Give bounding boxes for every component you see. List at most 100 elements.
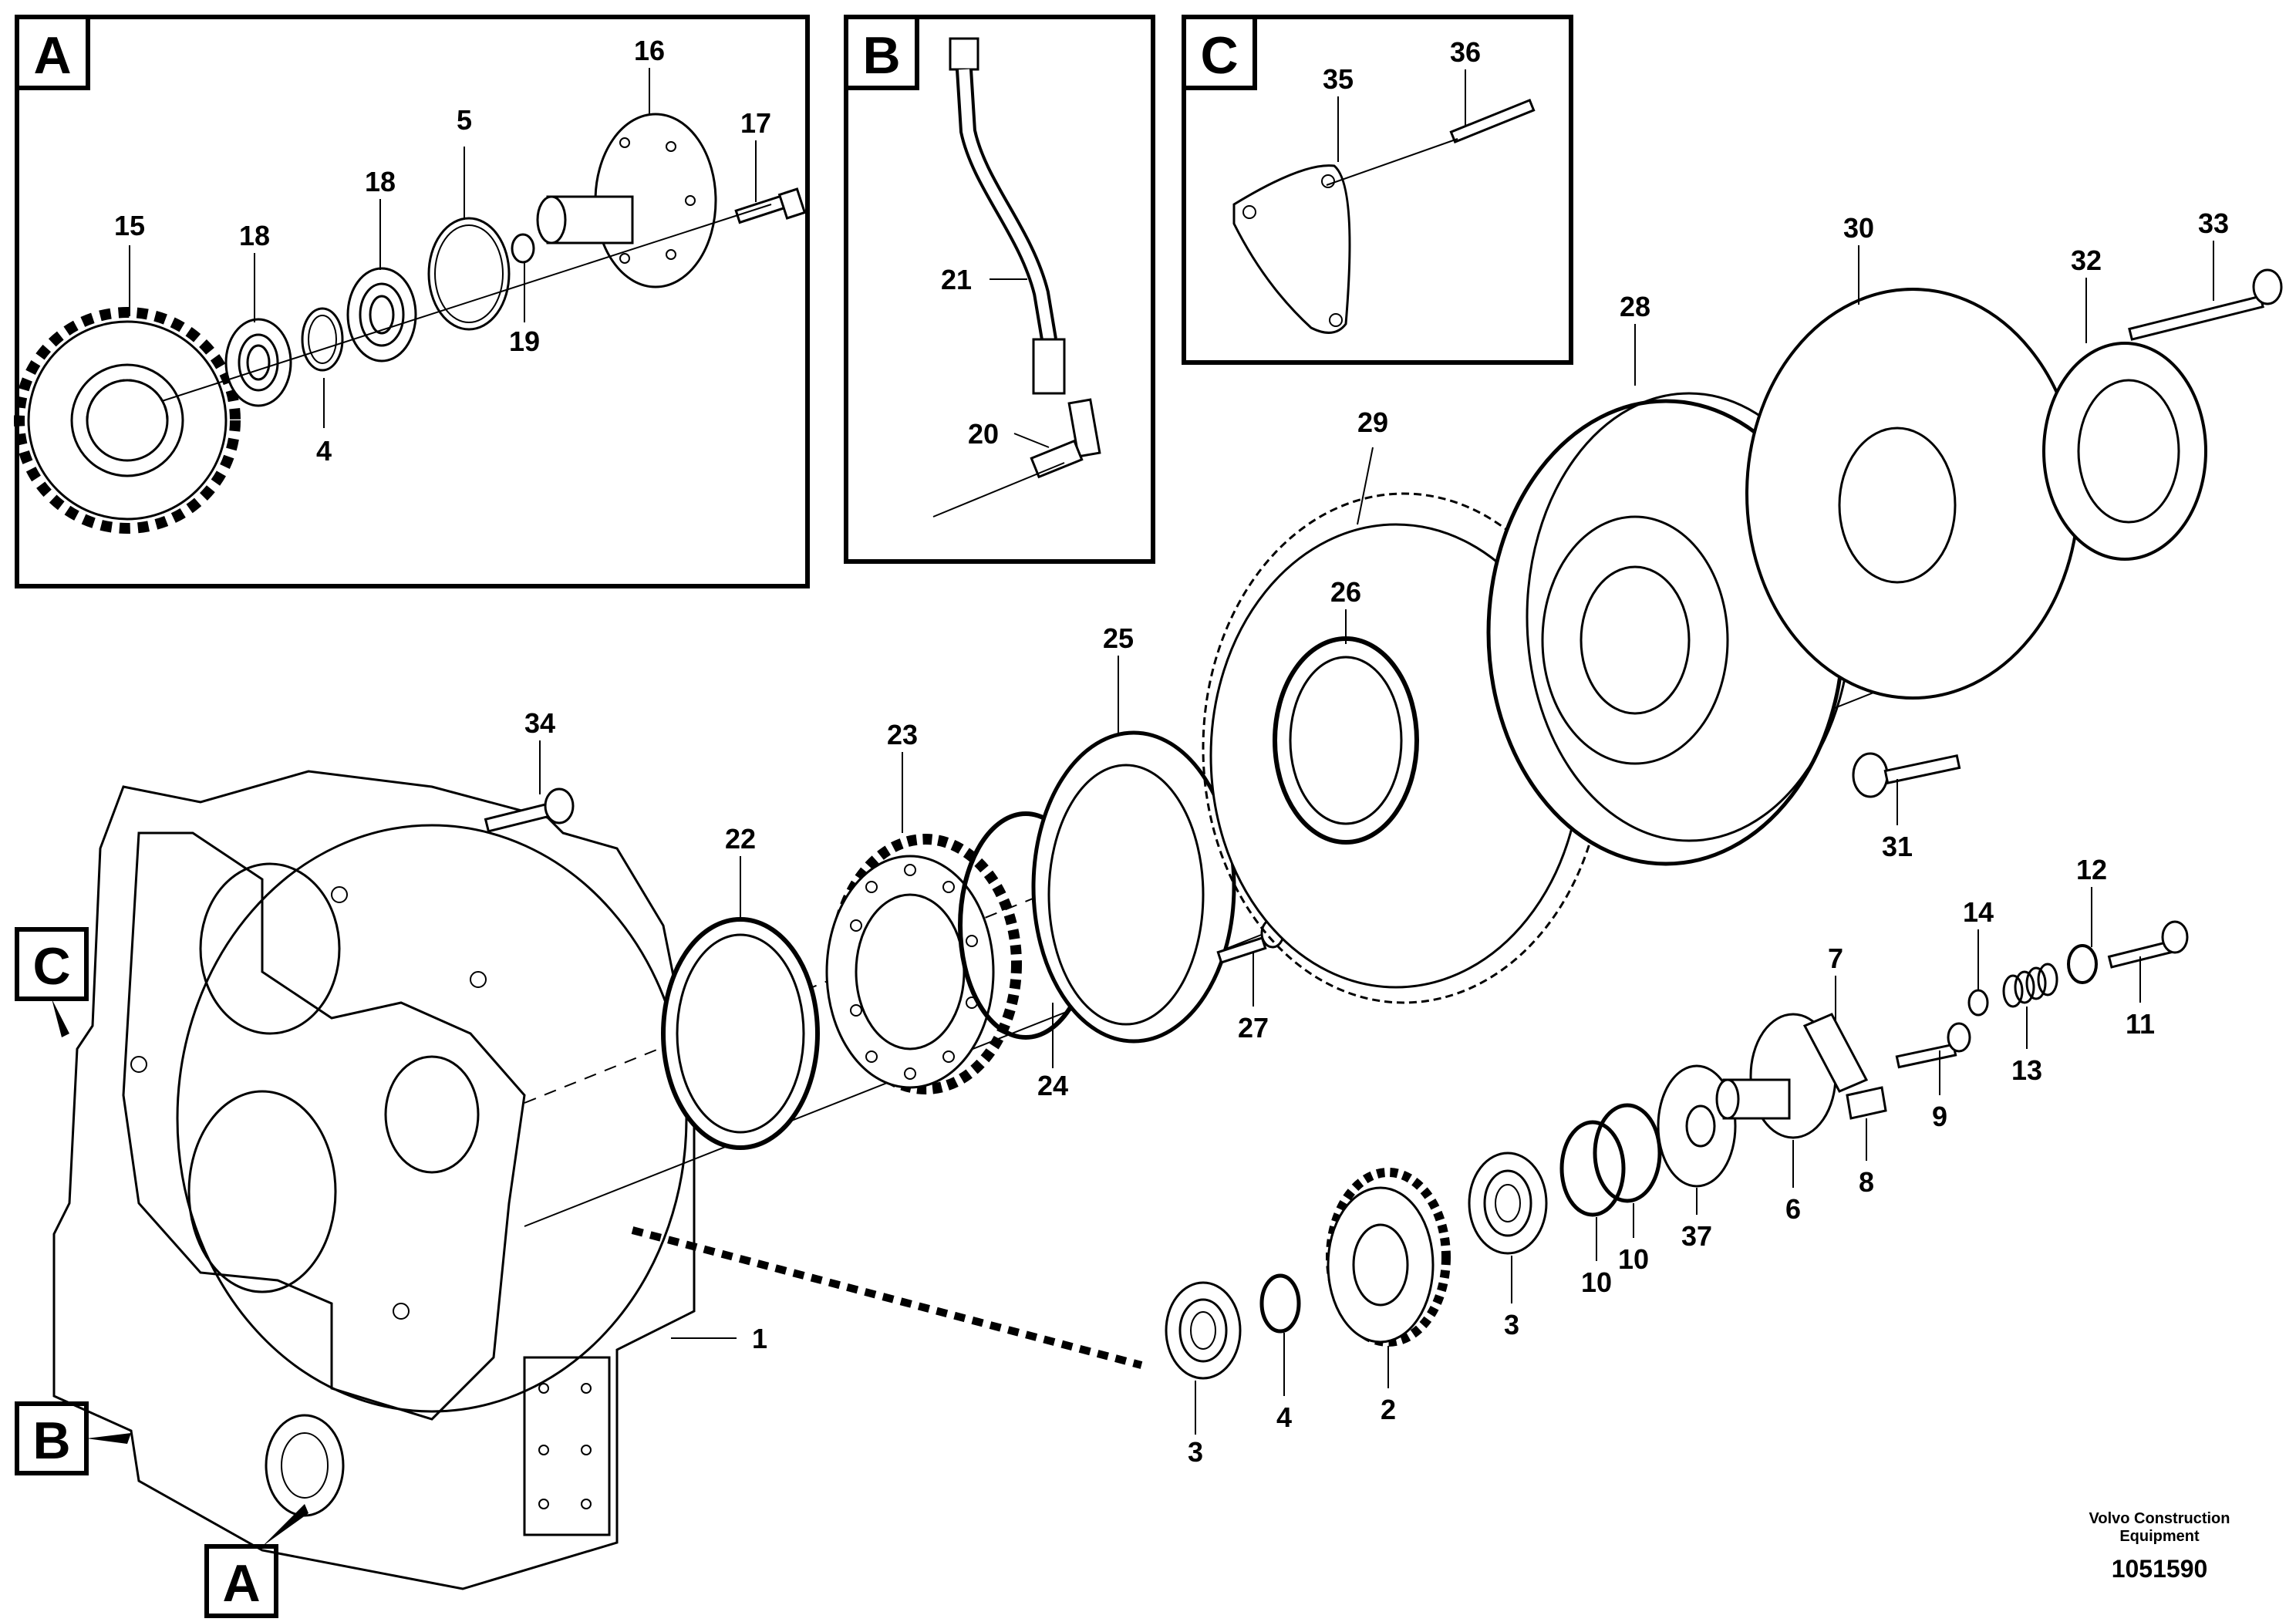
clamp-ring-32 (2042, 342, 2207, 561)
plate-hole-3 (1329, 313, 1343, 327)
callout-16: 16 (634, 35, 665, 66)
callout-28: 28 (1620, 291, 1650, 322)
callout-3-left: 3 (1188, 1436, 1203, 1468)
pointer-b-label: B (32, 1411, 70, 1470)
bolt-31 (1852, 752, 1961, 798)
bearing-3-left (1165, 1281, 1242, 1380)
inset-a: A (14, 15, 810, 588)
washer-19 (511, 233, 535, 264)
inset-c: C 35 36 (1182, 15, 1573, 365)
reference-number: 1051590 (2112, 1555, 2208, 1583)
callout-32: 32 (2071, 244, 2102, 276)
pointer-b: B (15, 1401, 131, 1475)
clip-8 (1846, 1086, 1887, 1120)
callout-18-right: 18 (365, 166, 396, 197)
bolt-9 (1895, 1022, 1971, 1069)
spring-13 (2002, 963, 2058, 1008)
inset-b-axis (932, 462, 1065, 518)
seal-carrier-25 (1031, 730, 1236, 1044)
dashed-shaft-path (631, 1226, 1143, 1369)
gear-2 (1326, 1168, 1451, 1347)
callout-27: 27 (1238, 1012, 1269, 1044)
callout-19: 19 (509, 325, 540, 357)
pointer-c-label: C (32, 937, 70, 996)
ring-4-main (1259, 1273, 1301, 1334)
callout-24: 24 (1037, 1070, 1068, 1101)
pointer-a-label: A (222, 1554, 260, 1613)
ring-10-right (1593, 1103, 1662, 1203)
bolt-17 (734, 187, 807, 224)
callout-29: 29 (1357, 406, 1388, 438)
hose-21 (949, 37, 1066, 395)
gear-23 (825, 834, 1022, 1094)
callout-15: 15 (114, 210, 145, 241)
ring-4-inset (301, 307, 344, 372)
callout-30: 30 (1843, 212, 1874, 244)
callout-33: 33 (2198, 207, 2229, 239)
elbow-fitting-20 (1030, 398, 1101, 479)
callout-26: 26 (1330, 576, 1361, 608)
flex-plate-30 (1745, 288, 2080, 700)
inset-a-axis (161, 204, 772, 402)
bracket-7 (1802, 1013, 1869, 1093)
stud-36 (1449, 98, 1536, 144)
company-name-line2: Equipment (2119, 1528, 2200, 1545)
cover-plate-35 (1232, 164, 1351, 334)
callout-4-main: 4 (1276, 1401, 1292, 1433)
o-ring-5 (427, 217, 511, 331)
callout-11: 11 (2126, 1008, 2155, 1040)
seal-22 (661, 917, 820, 1150)
callout-25: 25 (1103, 622, 1134, 654)
callout-10-left: 10 (1581, 1266, 1612, 1298)
callout-5: 5 (457, 104, 472, 136)
callout-13: 13 (2011, 1054, 2042, 1086)
callout-12: 12 (2076, 854, 2107, 885)
ring-4-inset-inner (308, 315, 337, 364)
bearing-18-left (224, 318, 292, 407)
flywheel-housing-1 (52, 770, 696, 1590)
bolt-34 (484, 787, 575, 833)
callout-18-left: 18 (239, 220, 270, 251)
plate-hole-1 (1242, 205, 1256, 219)
ring-10-left (1559, 1120, 1626, 1217)
bearing-3-right (1468, 1152, 1548, 1255)
callout-35: 35 (1323, 63, 1354, 95)
callout-6: 6 (1785, 1193, 1801, 1225)
callout-22: 22 (725, 823, 756, 855)
callout-21: 21 (941, 264, 972, 295)
bearing-18-right (346, 267, 417, 363)
company-name-line1: Volvo Construction (2089, 1510, 2230, 1527)
ring-12 (2067, 944, 2098, 984)
callout-4-inset: 4 (316, 435, 332, 467)
inset-a-label: A (33, 26, 71, 85)
callout-34: 34 (524, 707, 555, 739)
gear-15 (14, 307, 241, 534)
callout-31: 31 (1882, 831, 1913, 862)
seal-26 (1273, 636, 1419, 845)
inset-c-label: C (1200, 26, 1238, 85)
callout-9: 9 (1932, 1101, 1947, 1132)
pointer-a: A (204, 1504, 308, 1618)
callout-17: 17 (740, 107, 771, 139)
callout-2: 2 (1381, 1394, 1396, 1425)
pointer-c: C (15, 927, 89, 1037)
callout-14: 14 (1963, 896, 1994, 928)
bolt-33 (2128, 268, 2283, 341)
bolt-11 (2107, 920, 2189, 969)
callout-23: 23 (887, 719, 918, 750)
inset-b-label: B (862, 26, 900, 85)
flange-shaft-16 (536, 113, 717, 288)
callout-37: 37 (1681, 1220, 1712, 1252)
callout-10-right: 10 (1618, 1243, 1649, 1275)
callout-8: 8 (1859, 1166, 1874, 1198)
washer-14 (1967, 989, 1989, 1017)
callout-7: 7 (1828, 943, 1843, 974)
callout-20: 20 (968, 418, 999, 450)
plate-hole-2 (1321, 174, 1335, 188)
callout-36: 36 (1450, 36, 1481, 68)
o-ring-5-inner (434, 224, 504, 323)
callout-1: 1 (752, 1323, 767, 1354)
inset-b: B 21 20 (844, 15, 1155, 564)
callout-3-right: 3 (1504, 1309, 1519, 1340)
